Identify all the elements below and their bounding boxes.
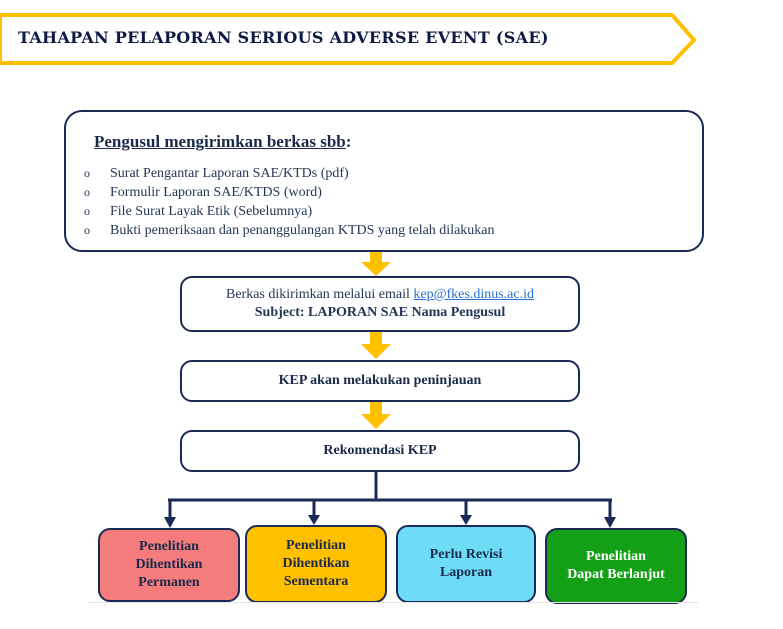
circle-bullet-icon: o [84,185,90,199]
recommendation-step-box: Rekomendasi KEP [180,430,580,472]
title-banner [0,13,697,65]
email-submission-box: Berkas dikirimkan melalui email kep@fkes… [180,276,580,332]
arrow-down-icon [361,252,391,276]
recommendation-step-label: Rekomendasi KEP [323,443,437,458]
divider [88,602,698,603]
email-link[interactable]: kep@fkes.dinus.ac.id [413,287,534,302]
circle-bullet-icon: o [84,204,90,218]
email-subject: Subject: LAPORAN SAE Nama Pengusul [254,305,506,320]
submission-heading: Pengusul mengirimkan berkas sbb: [94,132,352,151]
connector-arrowheads [164,515,616,528]
circle-bullet-icon: o [84,223,90,237]
arrow-down-icon [361,402,391,429]
page-title: TAHAPAN PELAPORAN SERIOUS ADVERSE EVENT … [18,28,549,47]
review-step-label: KEP akan melakukan peninjauan [278,373,482,388]
review-step-box: KEP akan melakukan peninjauan [180,360,580,402]
circle-bullet-icon: o [84,166,90,180]
tree-connector [168,472,612,518]
arrow-down-icon [361,332,391,359]
email-instruction: Berkas dikirimkan melalui email kep@fkes… [226,287,534,302]
